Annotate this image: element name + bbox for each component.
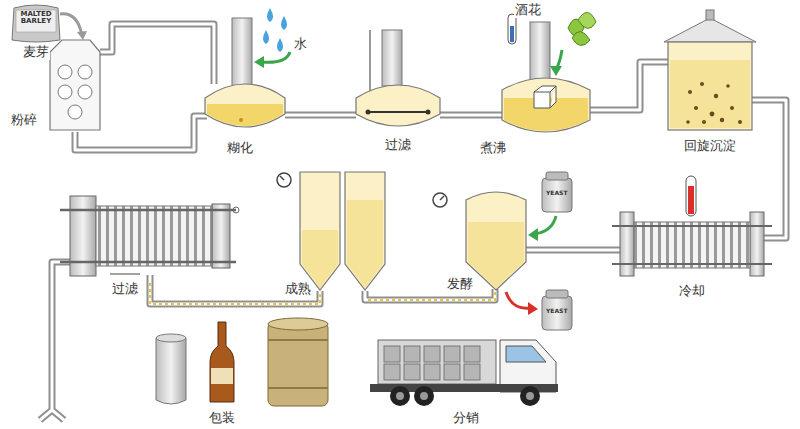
water-drops	[263, 8, 287, 52]
maturation-tank	[277, 172, 385, 290]
part-name: 麦芽	[22, 44, 50, 60]
delivery-truck	[370, 340, 558, 406]
part-name: 回旋沉淀	[683, 138, 737, 154]
part-name: 粉碎	[10, 112, 38, 128]
pipe-inner	[40, 24, 786, 420]
part-name: 糊化	[226, 140, 254, 156]
part-name: 成熟	[284, 281, 312, 297]
lauter-tun	[356, 30, 440, 126]
packaging	[156, 318, 328, 406]
sack-text: MALTED BARLEY	[17, 11, 55, 26]
grinder	[50, 40, 100, 130]
brew-kettle	[502, 12, 596, 132]
filter-press	[60, 196, 239, 276]
water-arrow	[262, 52, 290, 62]
plate-cooler	[612, 176, 772, 276]
part-name: 过滤	[384, 137, 412, 153]
malt-sack	[12, 5, 87, 42]
part-name: 煮沸	[479, 140, 507, 156]
part-name: 过滤	[111, 281, 139, 297]
part-name: 发酵	[446, 276, 474, 292]
part-name: 酒花	[514, 2, 542, 18]
part-name: 分销	[452, 410, 480, 426]
whirlpool-tank	[664, 10, 756, 130]
part-name: 冷却	[678, 283, 706, 299]
part-name: 水	[293, 36, 308, 52]
pipe	[40, 24, 786, 420]
can-text: YEAST	[546, 189, 568, 196]
part-name: 包装	[208, 410, 236, 426]
yeast-container	[506, 172, 572, 330]
mash-tun	[205, 18, 285, 127]
can-text: YEAST	[546, 307, 568, 314]
